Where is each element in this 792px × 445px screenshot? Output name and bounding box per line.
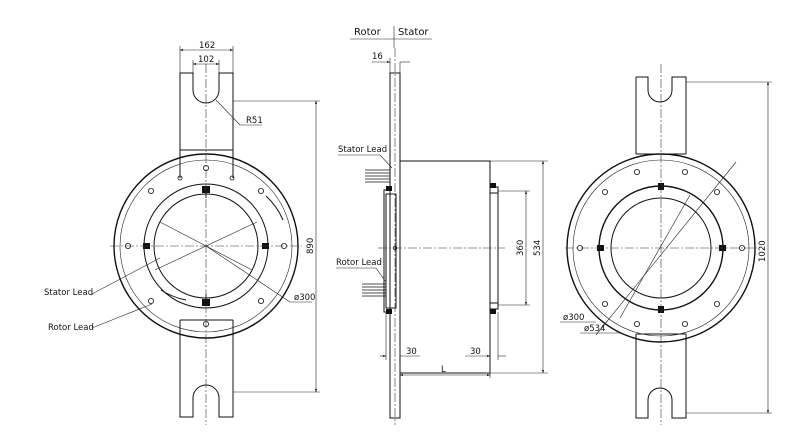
dim-162-label: 162 [199,41,215,51]
bottom-bracket [179,319,234,418]
dim-30-right-label: 30 [470,347,481,357]
dim-outer-rear-label: ø534 [584,324,605,334]
dim-outer-rear: ø534 [580,324,620,334]
rear-view: 1020 ø300 ø534 [560,64,772,425]
dim-1020: 1020 [686,81,772,414]
side-body [399,160,491,374]
stator-lead-side-label: Stator Lead [338,145,387,155]
dim-l-label: L [441,365,446,375]
dim-r51-label: R51 [246,116,263,126]
stator-label: Stator [398,27,429,38]
dim-r51: R51 [215,99,263,126]
top-bracket [179,72,234,178]
dim-360-label: 360 [516,240,526,256]
dim-30-right: 30 [465,312,506,378]
dim-1020-label: 1020 [758,240,768,262]
stator-lead-wires: Stator Lead [338,145,393,183]
dim-890: 890 [233,100,320,393]
rotor-lead-front-label: Rotor Lead [48,323,94,333]
rotor-label: Rotor [354,27,382,38]
stator-lead-front: Stator Lead [44,257,161,298]
dim-162: 162 [179,41,234,73]
dim-bore-front: ø300 [205,245,315,303]
dim-534: 534 [490,160,548,374]
dim-16-label: 16 [372,52,383,62]
dim-bore-front-label: ø300 [294,293,315,303]
dim-bore-rear-label: ø300 [563,313,584,323]
dim-102-label: 102 [198,55,214,65]
dim-890-label: 890 [306,238,316,254]
front-slots [160,195,284,301]
stator-lead-front-label: Stator Lead [44,288,93,298]
dim-l: L [399,365,491,380]
dim-102: 102 [192,55,220,73]
dim-30-left-label: 30 [406,347,417,357]
side-view: Rotor Stator Stator Le [336,26,548,425]
dim-534-label: 534 [533,240,543,256]
front-view: 162 102 R51 890 ø300 [44,41,320,425]
rotor-lead-wires: Rotor Lead [336,258,387,297]
rotor-lead-side-label: Rotor Lead [336,258,382,268]
dim-30-left: 30 [380,312,420,360]
dim-16: 16 [372,52,410,73]
dim-bore-rear: ø300 [560,313,596,323]
dim-360: 360 [498,190,530,306]
rotor-lead-front: Rotor Lead [48,303,153,333]
